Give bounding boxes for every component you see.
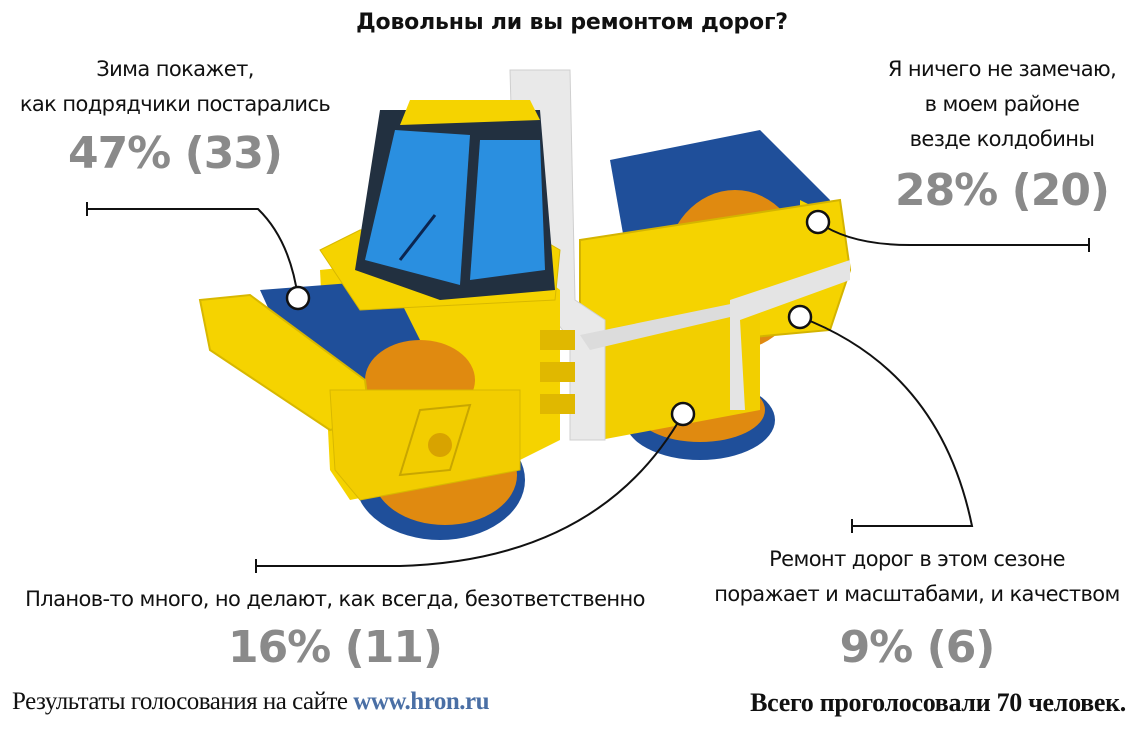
answer-3-line-1: Планов-то много, но делают, как всегда, … xyxy=(25,587,645,611)
answer-2-label: Я ничего не замечаю, в моем районе везде… xyxy=(860,52,1144,157)
source-url-link[interactable]: www.hron.ru xyxy=(353,688,490,715)
cab-icon xyxy=(355,100,555,300)
answer-2-percent: 28% (20) xyxy=(894,165,1110,216)
answer-1-percent: 47% (33) xyxy=(67,128,283,179)
answer-4-percent: 9% (6) xyxy=(839,622,996,673)
answer-2-line-3: везде колдобины xyxy=(909,127,1095,151)
answer-4-line-2: поражает и масштабами, и качеством xyxy=(714,582,1120,606)
source-prefix: Результаты голосования на сайте xyxy=(12,688,354,715)
answer-2-line-1: Я ничего не замечаю, xyxy=(887,57,1117,81)
answer-1-line-2: как подрядчики постарались xyxy=(19,92,331,116)
source-note: Результаты голосования на сайте www.hron… xyxy=(12,688,490,716)
answer-1-line-1: Зима покажет, xyxy=(96,57,254,81)
answer-3-label: Планов-то много, но делают, как всегда, … xyxy=(0,582,670,617)
marker-dots xyxy=(285,209,831,427)
chart-title: Довольны ли вы ремонтом дорог? xyxy=(356,10,788,35)
answer-3-percent: 16% (11) xyxy=(227,622,443,673)
answer-4-line-1: Ремонт дорог в этом сезоне xyxy=(769,547,1065,571)
answer-4-label: Ремонт дорог в этом сезоне поражает и ма… xyxy=(690,542,1144,612)
answer-1-label: Зима покажет, как подрядчики постарались xyxy=(0,52,350,122)
total-votes: Всего проголосовали 70 человек. xyxy=(750,688,1126,717)
answer-2-line-2: в моем районе xyxy=(924,92,1080,116)
